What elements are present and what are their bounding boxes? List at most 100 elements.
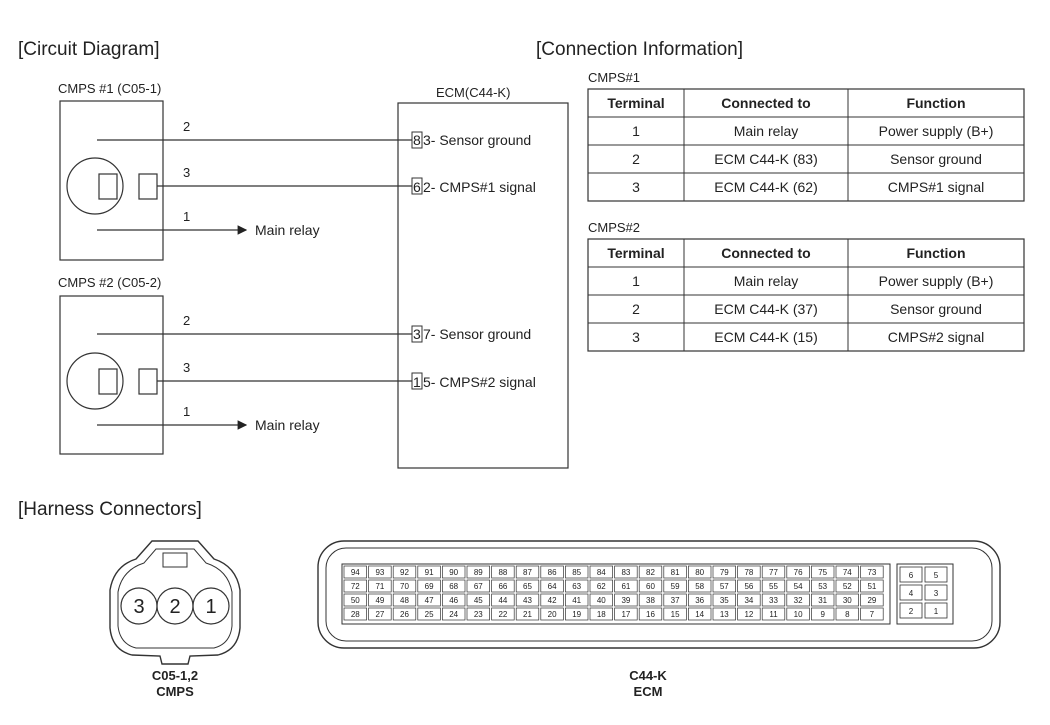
ecm-small-pin-number: 1: [934, 607, 939, 616]
ecm-pin-block-small: [896, 563, 954, 625]
ecm-pin-cell: [515, 565, 540, 579]
ecm-pin-number: 53: [818, 582, 827, 591]
ecm-pin-cell: [343, 607, 367, 621]
ecm-pin-cell: [737, 607, 761, 621]
ecm-pin-cell: [589, 607, 613, 621]
ecm-pin-number: 69: [425, 582, 434, 591]
table-header-cell: Connected to: [721, 245, 810, 261]
ecm-pin-cell: [811, 565, 835, 579]
ecm-small-pin-cell: [899, 584, 923, 601]
ecm-pin-cell: [368, 593, 392, 607]
table-cell: Main relay: [734, 273, 799, 289]
ecm-pin-number: 21: [523, 610, 532, 619]
ecm-small-pin-number: 4: [909, 589, 914, 598]
ecm-pin-number: 41: [572, 596, 581, 605]
ecm-pin-cell: [712, 607, 736, 621]
ecm-pin-number: 50: [351, 596, 360, 605]
ecm-pin-number: 71: [375, 582, 384, 591]
ecm-pin-number: 75: [818, 568, 827, 577]
table-cell: 1: [632, 123, 640, 139]
cmps-pin-1-label: 1: [205, 596, 216, 618]
ecm-pin-number: 30: [843, 596, 852, 605]
ecm-pin-number: 59: [671, 582, 680, 591]
cmps2-label: CMPS #2 (C05-2): [58, 275, 161, 290]
ecm-pin-83-text: 3- Sensor ground: [423, 132, 531, 148]
ecm-pin-cell: [368, 607, 392, 621]
ecm-pin-cell: [663, 579, 687, 593]
ecm-pin-cell: [343, 579, 367, 593]
ecm-pin-cell: [811, 607, 835, 621]
ecm-pin-cell: [417, 607, 441, 621]
ecm-pin-62-first-digit: 6: [413, 179, 421, 195]
ecm-pin-cell: [761, 565, 786, 579]
ecm-pin-number: 80: [695, 568, 704, 577]
cmps-pin-3-label: 3: [133, 596, 144, 618]
ecm-pin-cell: [368, 565, 392, 579]
ecm-pin-box: [411, 177, 423, 195]
ecm-pin-cell: [663, 607, 687, 621]
ecm-box: [397, 102, 569, 469]
ecm-pin-number: 77: [769, 568, 778, 577]
ecm-pin-number: 81: [671, 568, 680, 577]
ecm-pin-cell: [540, 579, 564, 593]
ecm-pin-cell: [761, 593, 786, 607]
ecm-pin-cell: [491, 607, 515, 621]
ecm-pin-cell: [688, 579, 712, 593]
ecm-pin-cell: [712, 593, 736, 607]
ecm-pin-number: 37: [671, 596, 680, 605]
ecm-pin-number: 88: [498, 568, 507, 577]
ecm-small-pin-number: 6: [909, 571, 914, 580]
ecm-pin-number: 47: [425, 596, 434, 605]
ecm-pin-number: 11: [769, 610, 778, 619]
table-cell: Main relay: [734, 123, 799, 139]
table-cell: Power supply (B+): [879, 273, 994, 289]
ecm-pin-number: 87: [523, 568, 532, 577]
cmps1-signal-element: [138, 173, 158, 200]
ecm-pin-number: 10: [794, 610, 803, 619]
ecm-connector-inner-outline: [325, 547, 993, 642]
cmps1-sensor-circle: [66, 157, 124, 215]
table-cell: ECM C44-K (37): [714, 301, 817, 317]
ecm-pin-number: 92: [400, 568, 409, 577]
ecm-pin-cell: [417, 593, 441, 607]
ecm-pin-number: 57: [720, 582, 729, 591]
cmps-connector-outline: [109, 540, 241, 665]
ecm-pin-number: 17: [621, 610, 630, 619]
cmps2-sensor: 2 3 1 Main relay 3 7- Sensor ground 1 5-…: [59, 295, 536, 455]
ecm-pin-number: 67: [474, 582, 483, 591]
ecm-pin-number: 49: [375, 596, 384, 605]
ecm-pin-cell: [540, 607, 564, 621]
table-header-cell: Terminal: [607, 245, 664, 261]
ecm-small-pin-cell: [924, 584, 948, 601]
cmps-caption-line1: C05-1,2: [152, 668, 198, 683]
ecm-pin-cell: [466, 593, 490, 607]
ecm-pin-cell: [614, 607, 638, 621]
ecm-pin-number: 51: [867, 582, 876, 591]
ecm-pin-number: 42: [548, 596, 557, 605]
ecm-pin-number: 58: [695, 582, 704, 591]
ecm-pin-cell: [737, 579, 761, 593]
ecm-pin-cell: [614, 593, 638, 607]
ecm-pin-cell: [392, 607, 417, 621]
ecm-pin-number: 86: [548, 568, 557, 577]
cmps2-signal-element: [138, 368, 158, 395]
ecm-pin-cell: [835, 593, 859, 607]
ecm-pin-number: 24: [449, 610, 458, 619]
ecm-pin-cell: [343, 565, 367, 579]
cmps-connector-inner-outline: [117, 548, 233, 649]
ecm-pin-number: 46: [449, 596, 458, 605]
ecm-pin-cell: [688, 593, 712, 607]
ecm-pin-cell: [392, 593, 417, 607]
ecm-pin-number: 65: [523, 582, 532, 591]
ecm-pin-number: 16: [646, 610, 655, 619]
cmps1-main-relay-label: Main relay: [255, 222, 320, 238]
cmps1-table-title: CMPS#1: [588, 70, 640, 85]
ecm-pin-number: 79: [720, 568, 729, 577]
ecm-small-pin-cell: [924, 602, 948, 619]
connection-info-heading: [Connection Information]: [536, 39, 743, 60]
ecm-pin-cell: [786, 565, 810, 579]
ecm-pin-cell: [343, 593, 367, 607]
ecm-pin-number: 32: [794, 596, 803, 605]
table-header-cell: Function: [906, 95, 965, 111]
